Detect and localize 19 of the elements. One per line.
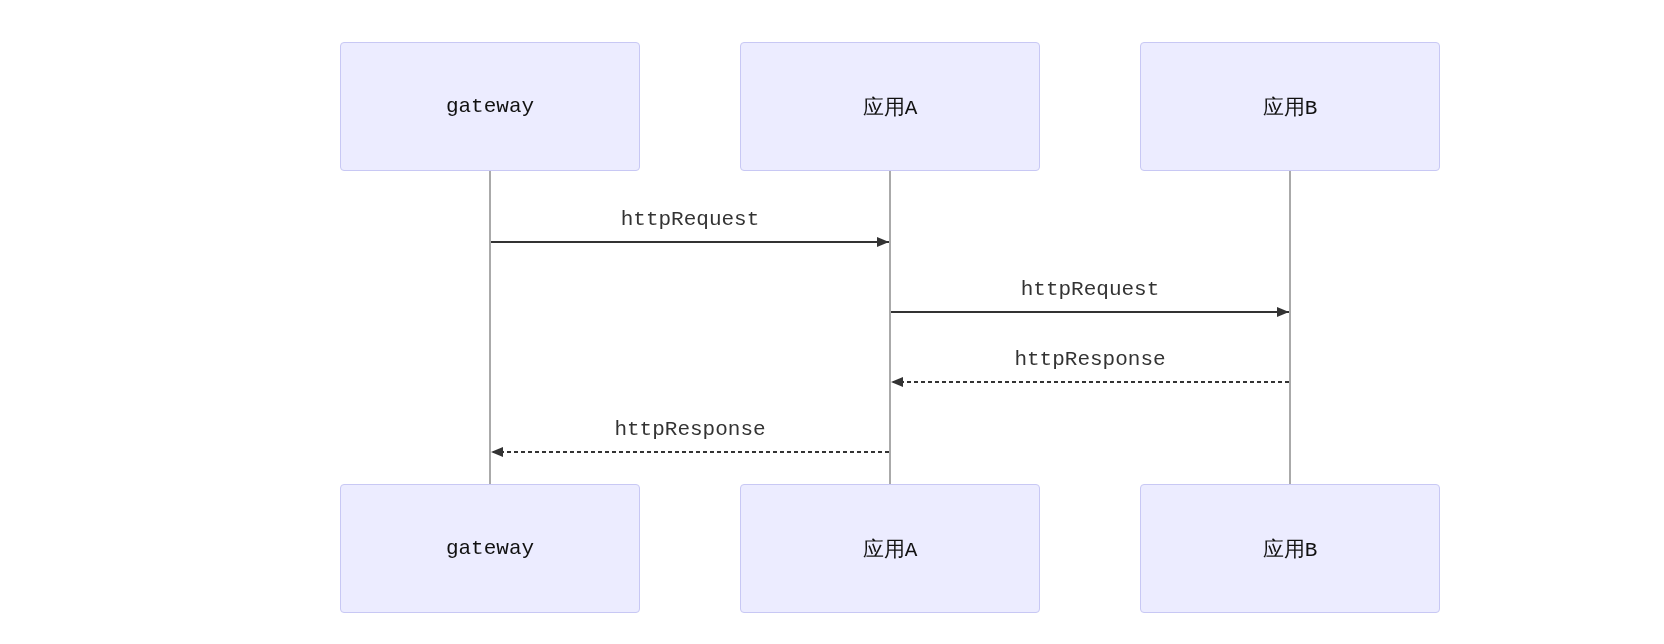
- participant-name: gateway: [445, 95, 535, 118]
- lifeline: [489, 171, 491, 484]
- participant-box: [1140, 42, 1440, 171]
- message-arrow: [891, 377, 1289, 387]
- participant-box: [740, 484, 1040, 613]
- participant-box: [740, 42, 1040, 171]
- lifeline: [889, 171, 891, 484]
- lifeline: [1289, 171, 1291, 484]
- participant-name: 应用B: [1262, 537, 1318, 563]
- participant-box: [1140, 484, 1440, 613]
- message-arrow: [491, 447, 889, 457]
- participant-name: gateway: [445, 537, 535, 560]
- participant-box: [340, 484, 640, 613]
- message-arrow: [491, 237, 889, 247]
- participant-name: 应用A: [862, 537, 918, 563]
- participant-name: 应用B: [1262, 95, 1318, 121]
- participant-name: 应用A: [862, 95, 918, 121]
- message-arrow: [891, 307, 1289, 317]
- participant-box: [340, 42, 640, 171]
